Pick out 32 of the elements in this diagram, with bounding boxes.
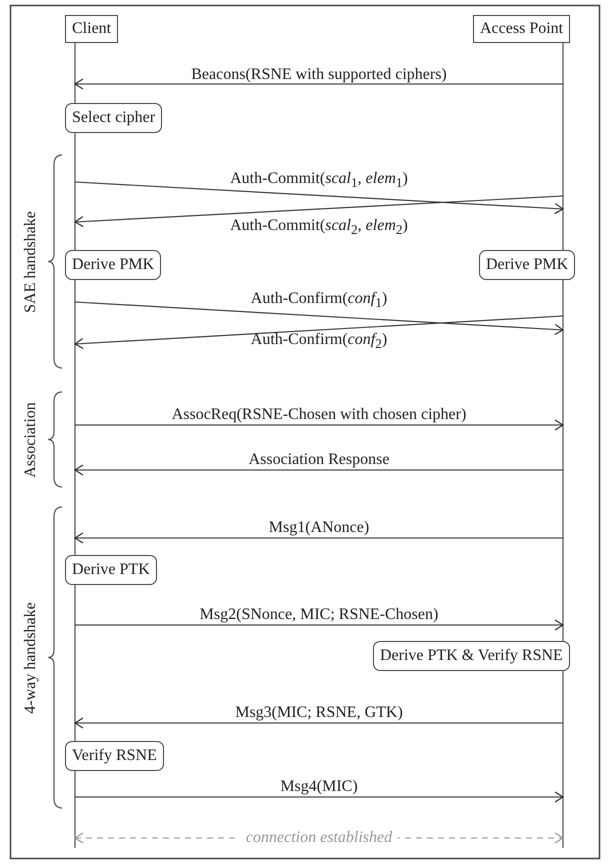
message-arrow [75,619,564,631]
group-label: Association [22,402,40,478]
action-box: Derive PTK [65,555,157,585]
message-arrow [74,315,564,350]
message-label: Msg1(ANonce) [268,519,370,537]
message-arrow [74,301,564,336]
message-arrow [74,181,564,214]
message-arrow [74,78,563,90]
group-label: 4-way handshake [22,602,40,714]
message-label: Association Response [248,451,390,469]
participant-box: Client [65,15,118,43]
message-label: Auth-Confirm(conf$_{1}$) [250,290,388,312]
action-box: Derive PMK [65,250,162,280]
message-arrow [74,532,563,544]
action-box: Derive PTK & Verify RSNE [373,641,570,671]
action-box: Select cipher [65,103,162,133]
message-arrow [74,717,563,729]
message-arrow [74,195,564,228]
message-label: Beacons(RSNE with supported ciphers) [191,66,447,84]
message-arrow [75,419,564,431]
participant-box: Access Point [473,15,570,43]
action-box: Verify RSNE [65,741,164,771]
group-label: SAE handshake [22,210,40,312]
message-label: Msg4(MIC) [280,778,358,796]
message-label: Msg3(MIC; RSNE, GTK) [235,704,403,722]
message-label: Auth-Commit(scal$_{2}$, elem$_{2}$) [230,217,408,240]
message-label: AssocReq(RSNE-Chosen with chosen cipher) [172,406,466,424]
message-arrow [74,464,563,476]
message-label: Auth-Confirm(conf$_{2}$) [250,331,388,354]
message-label: Auth-Commit(scal$_{1}$, elem$_{1}$) [230,170,408,192]
message-label: Msg2(SNonce, MIC; RSNE-Chosen) [200,606,438,624]
message-arrow [75,791,564,803]
